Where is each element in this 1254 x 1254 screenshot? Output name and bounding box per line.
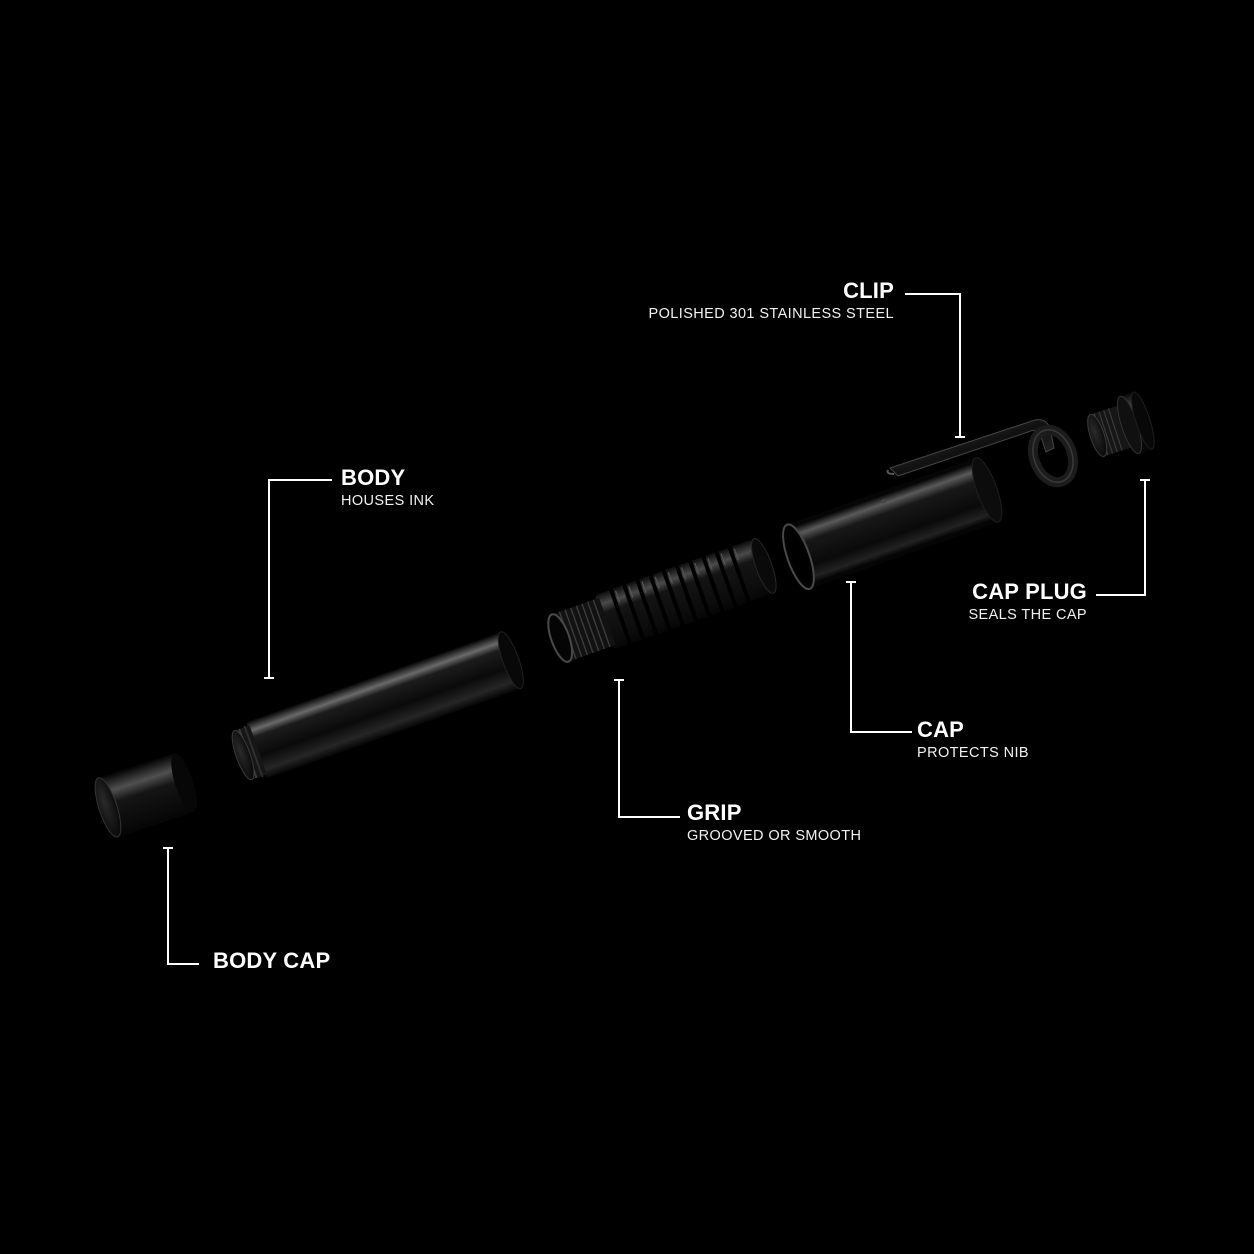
label-grip: GRIP GROOVED OR SMOOTH <box>687 801 861 845</box>
leader-lines <box>163 293 1150 965</box>
label-cap-subtitle: PROTECTS NIB <box>917 745 1029 761</box>
label-cap-plug-title: CAP PLUG <box>972 579 1087 604</box>
label-cap-title: CAP <box>917 717 965 742</box>
label-body-cap: BODY CAP <box>213 949 330 973</box>
leader-body-cap <box>167 848 199 965</box>
body-cap-part <box>94 753 197 838</box>
label-clip: CLIP POLISHED 301 STAINLESS STEEL <box>649 279 894 323</box>
label-clip-title: CLIP <box>843 278 894 303</box>
leader-cap <box>850 582 912 733</box>
label-grip-title: GRIP <box>687 800 742 825</box>
grip-part <box>547 537 777 663</box>
leader-cap-plug <box>1096 480 1146 596</box>
body-part <box>231 631 524 781</box>
label-cap-plug: CAP PLUG SEALS THE CAP <box>968 580 1087 624</box>
cap-part <box>782 457 1003 590</box>
label-grip-subtitle: GROOVED OR SMOOTH <box>687 828 862 844</box>
label-body-cap-title: BODY CAP <box>213 948 331 973</box>
leader-clip <box>905 293 961 437</box>
label-cap-plug-subtitle: SEALS THE CAP <box>968 607 1087 623</box>
leader-grip <box>618 680 680 818</box>
clip-part <box>886 419 1079 488</box>
leader-body <box>268 479 332 678</box>
label-body-title: BODY <box>341 465 406 490</box>
label-body-subtitle: HOUSES INK <box>341 493 435 509</box>
label-body: BODY HOUSES INK <box>341 466 434 510</box>
label-cap: CAP PROTECTS NIB <box>917 718 1029 762</box>
label-clip-subtitle: POLISHED 301 STAINLESS STEEL <box>648 306 894 322</box>
cap-plug-part <box>1087 391 1155 457</box>
